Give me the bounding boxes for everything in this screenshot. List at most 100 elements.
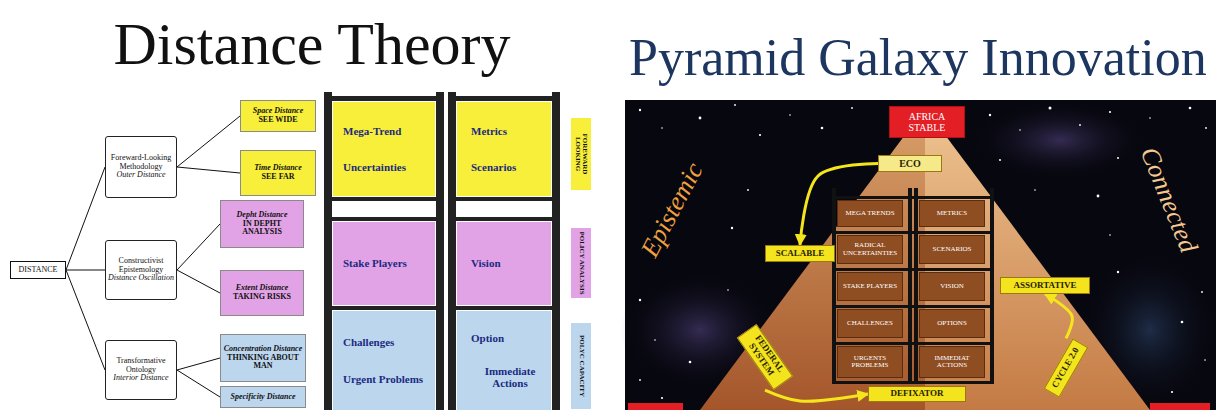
node-text: Time Distance (254, 164, 301, 173)
ladder-band: MetricsScenarios (457, 102, 551, 196)
nebula (970, 100, 1150, 180)
ladder-cell: IMMEDIAT ACTIONS (919, 346, 985, 378)
ladder-rung (324, 96, 444, 101)
tag-box: SCALABLE (765, 245, 835, 262)
star (789, 114, 791, 116)
ladder-band: OptionImmediate Actions (457, 311, 551, 410)
node-text: STAKE PLAYERS (843, 283, 897, 290)
ladder-rail (436, 92, 444, 410)
category-box: Constructivist EpistemologyDistance Osci… (105, 240, 177, 300)
star (699, 117, 702, 120)
connector (66, 270, 105, 271)
star (661, 127, 663, 129)
star (689, 361, 692, 364)
node-text: Interior Distance (113, 374, 168, 383)
connector-group (66, 116, 1072, 401)
ladder-rail (914, 188, 918, 384)
node-text: Outer Distance (116, 171, 165, 180)
node-text: Mega-Trend (343, 125, 401, 137)
connector (765, 390, 868, 401)
node-text: Extent Distance (236, 284, 289, 293)
category-box: Transformative OntologyInterior Distance (105, 340, 177, 400)
star (851, 107, 853, 109)
ladder-rung (832, 342, 994, 345)
node-text: Constructivist Epistemology (108, 257, 174, 275)
star (1181, 321, 1184, 324)
star (639, 379, 641, 381)
ladder-rail (324, 92, 332, 410)
star (1204, 359, 1206, 361)
ladder-rung (324, 306, 444, 310)
node-text: DEFIXATOR (890, 389, 943, 399)
node-text: THINKING ABOUT MAN (223, 354, 303, 372)
node-text: METRICS (937, 210, 967, 217)
category-box: Foreward-Looking MethodologyOuter Distan… (105, 136, 177, 198)
node-text: ASSORTATIVE (1014, 281, 1077, 291)
title-text: Distance Theory (114, 14, 511, 74)
ladder-rung (448, 217, 560, 221)
star (989, 114, 991, 116)
node-text: Foreward-Looking Methodology (108, 154, 174, 172)
node-text: Challenges (343, 336, 394, 348)
side-tab: FOREWARD LOOKING (571, 118, 591, 190)
ladder-rail (448, 92, 456, 410)
ladder-rung (832, 305, 994, 308)
star (1019, 129, 1021, 131)
star (1097, 195, 1100, 198)
pyramid-face (700, 108, 925, 410)
distance-box: Time DistanceSEE FAR (240, 150, 316, 196)
node-text: SEE WIDE (258, 116, 297, 125)
ladder-cell: METRICS (919, 200, 985, 227)
node-text: IMMEDIAT ACTIONS (922, 355, 982, 370)
star (639, 299, 641, 301)
node-text: RADICAL UNCERTAINTIES (840, 242, 900, 257)
tag-box: FEDERAL SYSTEM (737, 324, 793, 390)
node-text: Stake Players (343, 257, 407, 269)
node-text: AFRICA STABLE (892, 111, 962, 133)
node-text: SCENARIOS (933, 246, 972, 253)
side-tab: POLICY ANALYSIS (571, 228, 591, 298)
ladder-cell: RADICAL UNCERTAINTIES (837, 235, 903, 264)
connector (177, 224, 220, 270)
distance-box: Specificity Distance (220, 386, 306, 408)
ladder-rung (832, 231, 994, 234)
node-text: Uncertainties (343, 161, 406, 173)
ladder-cell: STAKE PLAYERS (837, 272, 903, 301)
ladder-rung (448, 96, 560, 101)
connector (66, 167, 105, 270)
node-text: Urgent Problems (343, 373, 423, 385)
node-text: Metrics (471, 125, 507, 137)
node-text: Transformative Ontology (108, 357, 174, 375)
node-text: IN DEPHT ANALYSIS (223, 220, 301, 238)
ladder-cell: URGENTS PROBLEMS (837, 346, 903, 378)
node-text: DISTANCE (19, 266, 58, 275)
arc-label: Epistemic (636, 159, 707, 262)
star (1201, 291, 1203, 293)
connector (177, 358, 220, 370)
star (747, 189, 749, 191)
node-text: Immediate Actions (471, 365, 549, 389)
apex-box: AFRICA STABLE (889, 106, 965, 138)
connector (1045, 294, 1072, 338)
node-text: URGENTS PROBLEMS (840, 355, 900, 370)
node-text: Depht Distance (237, 211, 288, 220)
node-text: CYCLE 2.0 (1050, 346, 1081, 390)
star (1149, 117, 1151, 119)
node-text: FOREWARD LOOKING (574, 120, 589, 188)
star (727, 289, 729, 291)
ladder-rail (990, 188, 994, 384)
star (1205, 127, 1207, 129)
star (654, 339, 656, 341)
distance-box: Concentration DistanceTHINKING ABOUT MAN (220, 334, 306, 382)
ladder-rail (908, 188, 912, 384)
star (731, 227, 733, 229)
tag-box: CYCLE 2.0 (1044, 338, 1089, 397)
node-text: FEDERAL SYSTEM (741, 328, 789, 385)
node-text: POLYC CAPACITY (577, 335, 584, 397)
ladder-rung (448, 306, 560, 310)
node-text: Vision (471, 257, 501, 269)
star (1079, 124, 1081, 126)
ladder-band: Mega-TrendUncertainties (333, 102, 435, 196)
